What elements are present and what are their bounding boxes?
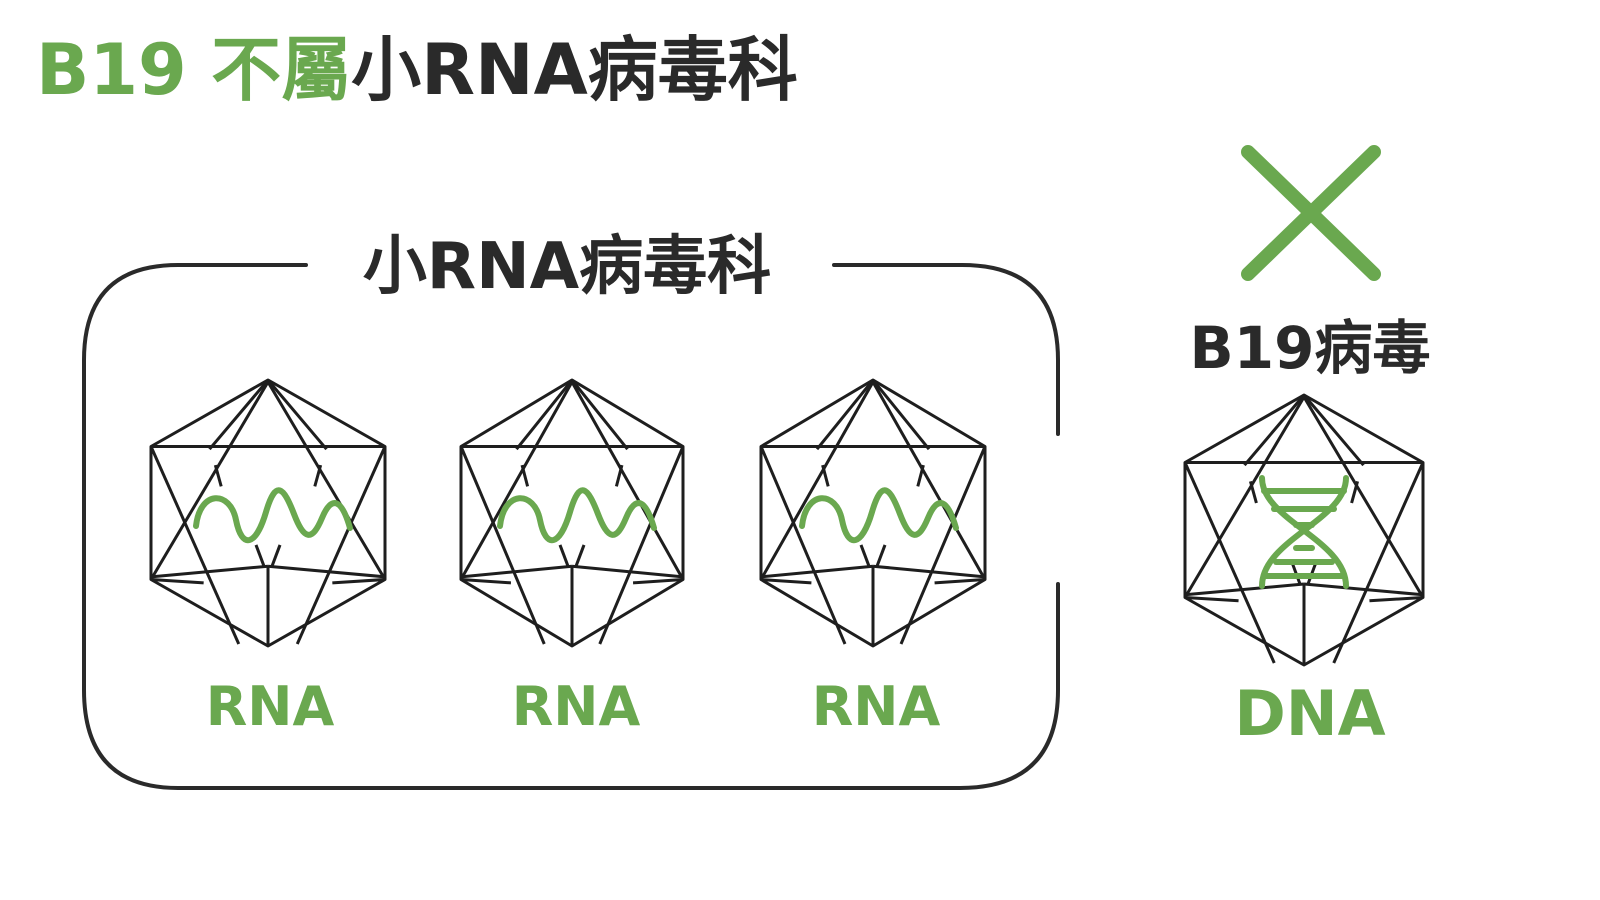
- family-box-right-top: [832, 263, 1060, 436]
- capsid-icon: [149, 378, 387, 648]
- family-box-label: 小RNA病毒科: [318, 222, 816, 312]
- title-family: 小RNA病毒科: [351, 29, 798, 111]
- family-box-outline: [82, 263, 1060, 790]
- rna-label: RNA: [511, 675, 641, 738]
- capsid-icon: [459, 378, 685, 648]
- capsid-icon: [759, 378, 987, 648]
- rna-strand-icon: [799, 487, 959, 544]
- capsid-icon: [1183, 393, 1425, 667]
- rna-label: RNA: [205, 675, 335, 738]
- dna-label: DNA: [1234, 677, 1386, 750]
- dna-helix-icon: [1259, 475, 1349, 589]
- title-negation: B19 不屬: [36, 29, 352, 111]
- rna-strand-icon: [497, 487, 657, 544]
- rna-label: RNA: [811, 675, 941, 738]
- page-title: B19 不屬小RNA病毒科: [36, 22, 798, 118]
- rna-strand-group: [193, 487, 959, 544]
- x-icon: [1241, 145, 1381, 281]
- rna-strand-icon: [193, 487, 353, 544]
- b19-label: B19病毒: [1189, 314, 1431, 382]
- family-box-left-top: [82, 263, 1060, 790]
- capsid-group: [149, 378, 1425, 667]
